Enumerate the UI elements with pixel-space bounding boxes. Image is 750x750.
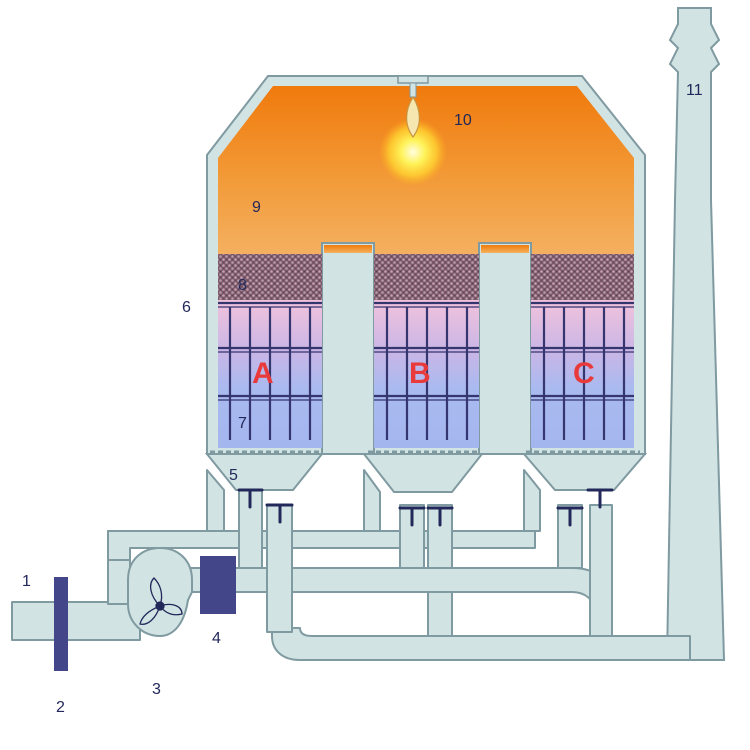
pre-treatment-block (200, 556, 236, 614)
bed-gap-right (478, 242, 532, 455)
fan-icon (139, 577, 183, 625)
label-3: 3 (152, 681, 161, 698)
bed-label-a: A (252, 357, 274, 390)
regenerator-bed-c (531, 254, 634, 448)
bed-gap-left (321, 242, 375, 455)
ductwork (11, 469, 691, 661)
label-1: 1 (22, 573, 31, 590)
label-10: 10 (454, 112, 472, 129)
label-5: 5 (229, 467, 238, 484)
bed-label-b: B (409, 357, 431, 390)
label-11: 11 (686, 82, 703, 99)
bed-label-c: C (573, 357, 595, 390)
burner (379, 75, 447, 186)
label-2: 2 (56, 699, 65, 716)
label-7: 7 (238, 415, 247, 432)
chimney-stack (665, 7, 726, 661)
ceramic-grid (218, 301, 634, 440)
flame-icon (406, 95, 420, 139)
inlet-filter-block (54, 577, 68, 671)
label-8: 8 (238, 277, 247, 294)
label-4: 4 (212, 630, 221, 647)
switching-valves (237, 488, 614, 527)
label-6: 6 (182, 299, 191, 316)
bed-hoppers (204, 453, 648, 493)
fan (127, 546, 193, 638)
label-9: 9 (252, 199, 261, 216)
